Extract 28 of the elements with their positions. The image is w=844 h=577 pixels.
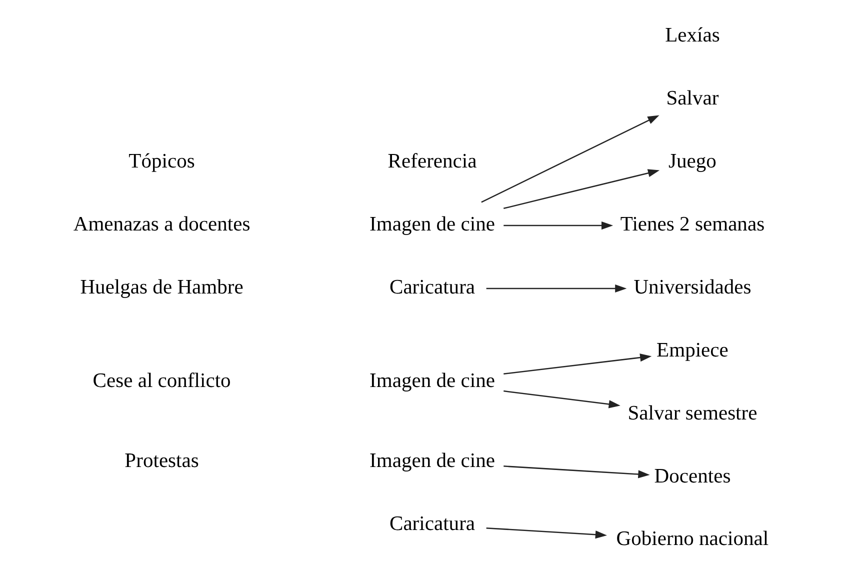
- arrow: [504, 466, 650, 478]
- node-text: Imagen de cine: [370, 213, 496, 236]
- arrow: [486, 527, 607, 539]
- node-text: Imagen de cine: [370, 450, 496, 472]
- arrow: [504, 390, 620, 408]
- node-text: Juego: [668, 150, 716, 172]
- arrow: [504, 354, 652, 375]
- label: Cese al conflicto: [92, 370, 231, 392]
- node-text: Salvar: [666, 87, 719, 110]
- arrow: [481, 115, 660, 203]
- node-text: Gobierno nacional: [616, 528, 769, 550]
- node-text: Imagen de cine: [370, 370, 496, 392]
- label: Amenazas a docentes: [73, 213, 250, 236]
- node-text: Empiece: [656, 339, 728, 362]
- node-text: Docentes: [654, 465, 731, 488]
- node-text: Caricatura: [390, 276, 476, 298]
- label: Protestas: [124, 450, 199, 472]
- node-text: Salvar semestre: [628, 402, 758, 424]
- node-text: Tienes 2 semanas: [620, 213, 765, 236]
- node-text: Universidades: [634, 276, 752, 298]
- node-text: Caricatura: [390, 512, 476, 535]
- arrow: [504, 221, 614, 230]
- label: Huelgas de Hambre: [80, 276, 244, 298]
- label: Lexías: [665, 24, 720, 47]
- label: Referencia: [388, 150, 477, 172]
- label: Tópicos: [128, 150, 195, 172]
- arrow: [486, 284, 627, 293]
- arrow: [503, 169, 660, 210]
